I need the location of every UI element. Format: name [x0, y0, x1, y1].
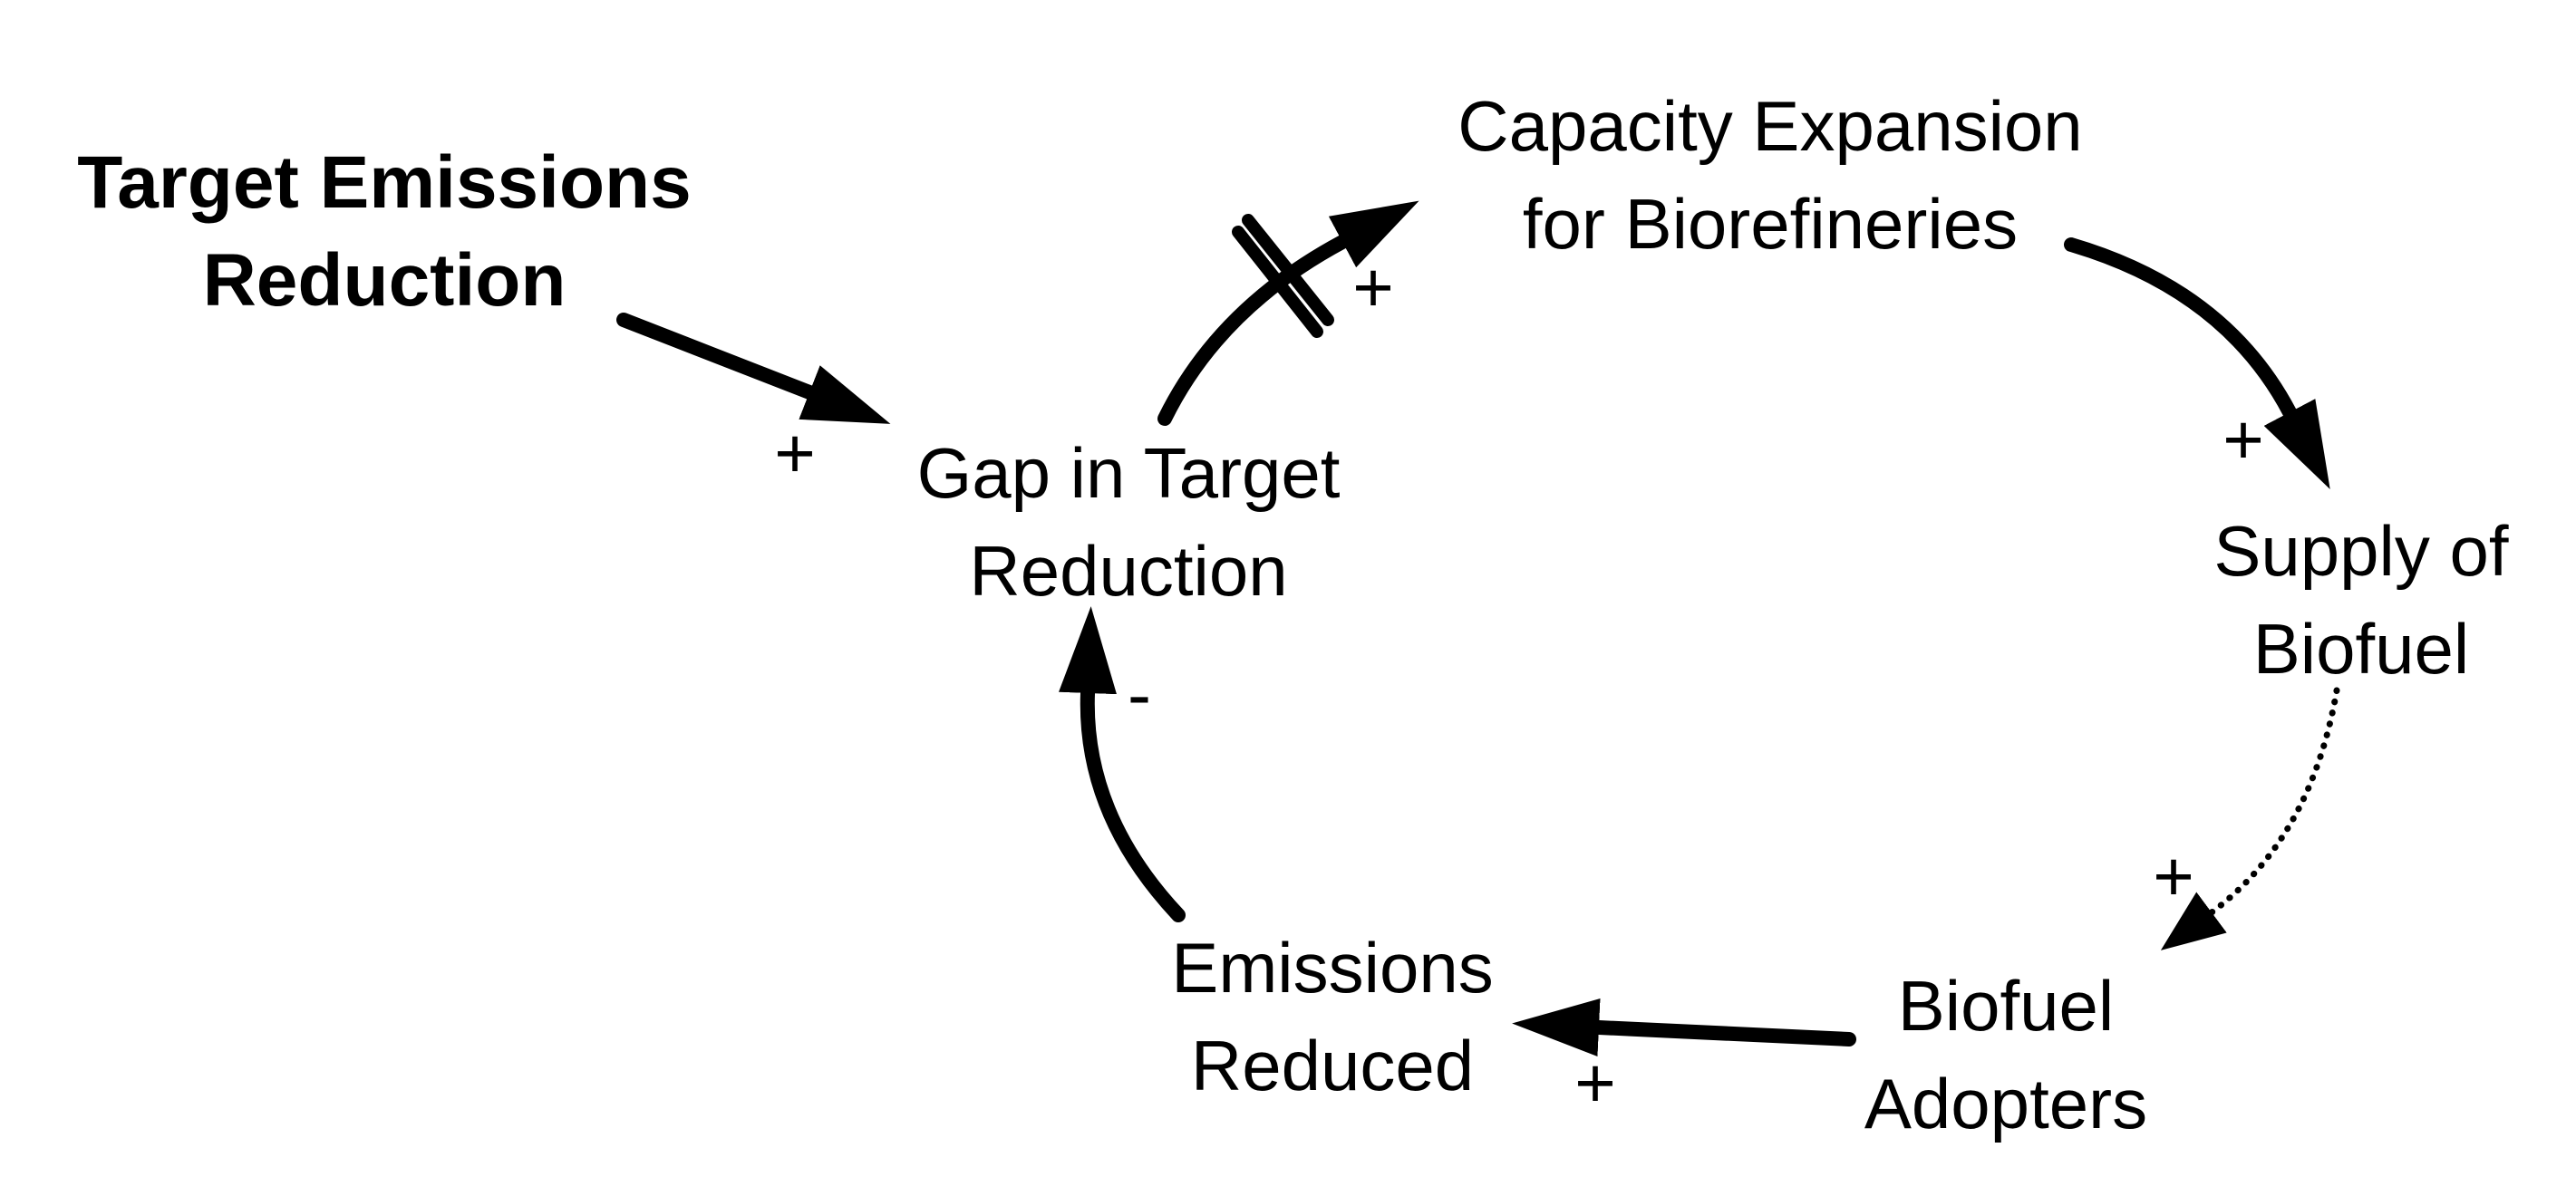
arrow-gap-to-capacity — [1157, 200, 1419, 426]
node-label-line: Biofuel — [1897, 966, 2115, 1046]
polarity-sign-emissions-to-gap: - — [1128, 654, 1151, 734]
node-gap-in-target-reduction: Gap in Target Reduction — [917, 424, 1341, 620]
node-label-line: for Biorefineries — [1522, 184, 2019, 264]
node-label-line: Adopters — [1864, 1064, 2148, 1143]
node-label-line: Capacity Expansion — [1457, 86, 2083, 166]
node-label-line: Reduction — [969, 531, 1288, 611]
node-label-line: Target Emissions — [77, 141, 692, 224]
delay-mark-icon — [1232, 214, 1334, 338]
arrow-emissions-to-gap — [1059, 606, 1186, 922]
node-label-line: Biofuel — [2252, 609, 2470, 689]
arrow-capacity-to-supply — [2064, 237, 2330, 489]
node-label-line: Emissions — [1171, 928, 1494, 1008]
node-emissions-reduced: Emissions Reduced — [1171, 919, 1493, 1114]
polarity-sign-adopters-to-emissions: + — [1574, 1043, 1616, 1123]
node-label-line: Gap in Target — [916, 433, 1341, 513]
polarity-sign-supply-to-adopters: + — [2153, 836, 2194, 916]
polarity-sign-target-to-gap: + — [774, 413, 816, 493]
arrow-target-to-gap — [616, 313, 891, 424]
node-biofuel-adopters: Biofuel Adopters — [1864, 957, 2147, 1153]
node-capacity-expansion: Capacity Expansion for Biorefineries — [1457, 77, 2082, 273]
arrow-supply-to-adopters-dotted — [2160, 687, 2340, 950]
node-label-line: Reduced — [1190, 1026, 1475, 1105]
node-label-line: Reduction — [202, 239, 567, 322]
node-label-line: Supply of — [2213, 511, 2509, 591]
polarity-sign-capacity-to-supply: + — [2223, 400, 2264, 479]
polarity-sign-gap-to-capacity: + — [1352, 247, 1394, 327]
node-target-emissions-reduction: Target Emissions Reduction — [77, 134, 691, 330]
arrow-adopters-to-emissions — [1512, 998, 1856, 1056]
node-supply-of-biofuel: Supply of Biofuel — [2213, 502, 2508, 698]
